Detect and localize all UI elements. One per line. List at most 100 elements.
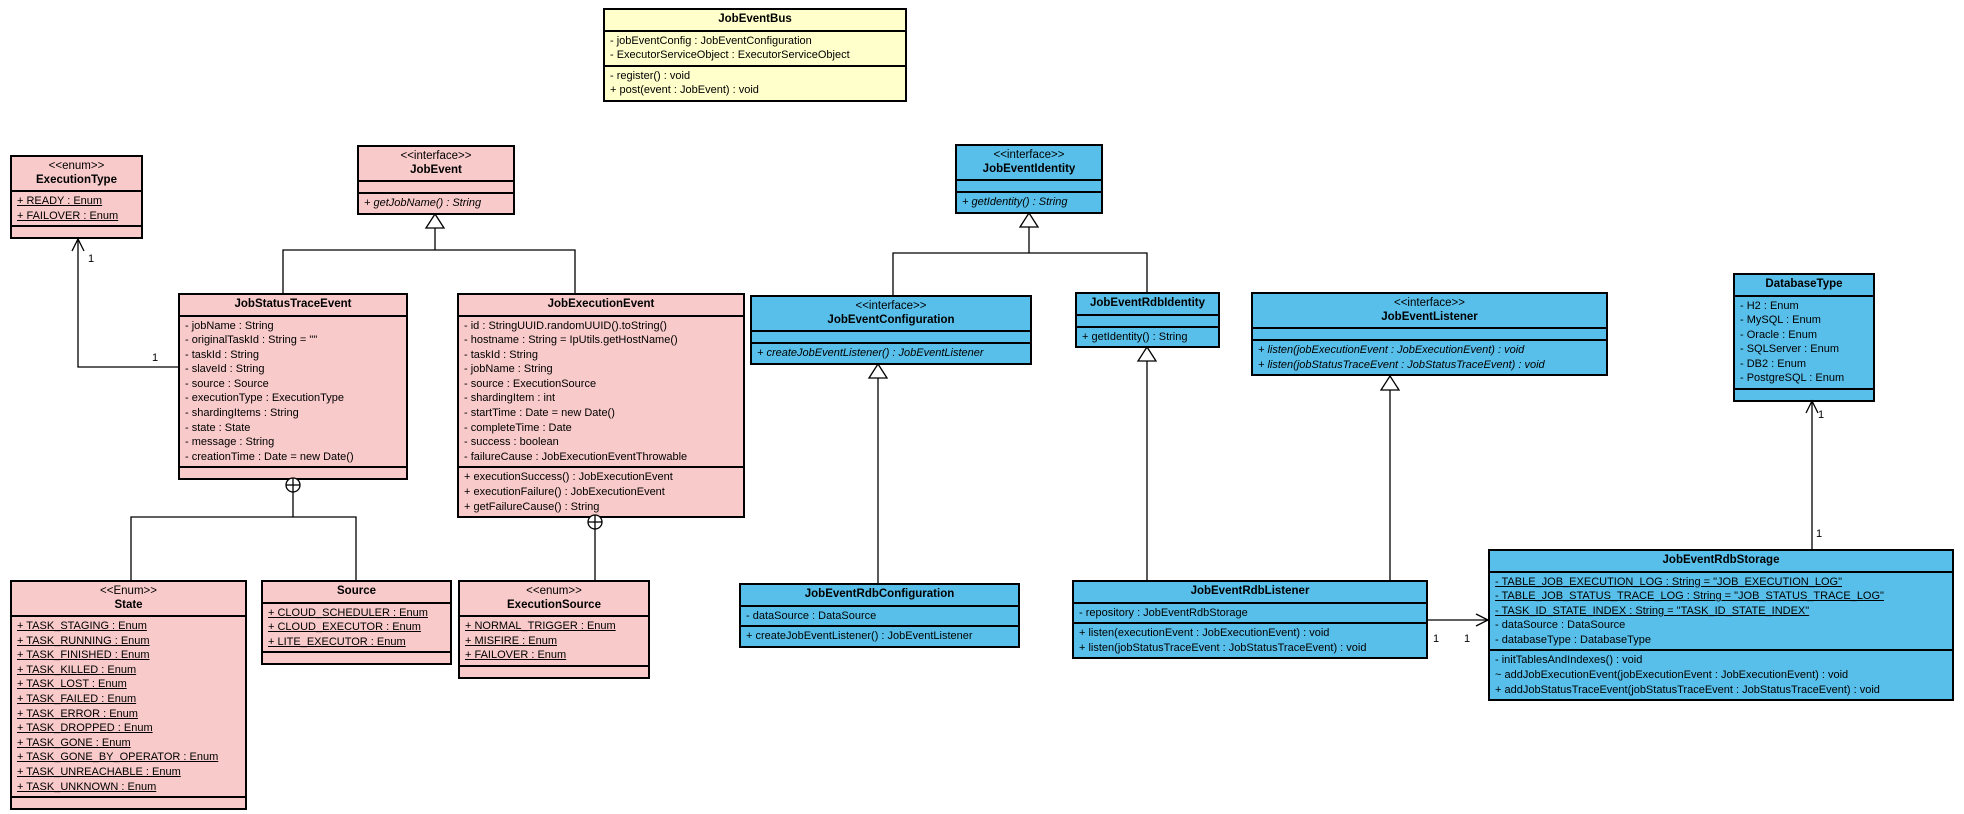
class-member: + MISFIRE : Enum — [465, 634, 557, 647]
class-member: + TASK_GONE_BY_OPERATOR : Enum — [17, 751, 219, 764]
class-jobeventrdbstorage: JobEventRdbStorage- TABLE_JOB_EXECUTION_… — [1488, 549, 1954, 702]
class-member: + executionFailure() : JobExecutionEvent — [464, 486, 665, 499]
class-member: - hostname : String = IpUtils.getHostNam… — [464, 334, 678, 347]
attributes-compartment: + READY : Enum+ FAILOVER : Enum — [12, 190, 141, 225]
class-jobeventlistener: <<interface>>JobEventListener + listen(jo… — [1251, 292, 1608, 377]
class-member: ~ addJobExecutionEvent(jobExecutionEvent… — [1495, 669, 1849, 682]
class-member: + listen(jobExecutionEvent : JobExecutio… — [1258, 344, 1525, 356]
class-member: + createJobEventListener() : JobEventLis… — [746, 630, 973, 643]
class-member: + TASK_ERROR : Enum — [17, 707, 138, 720]
attributes-compartment — [1077, 313, 1218, 326]
class-member: - jobName : String — [185, 319, 274, 332]
class-member: - id : StringUUID.randomUUID().toString(… — [464, 319, 667, 332]
methods-compartment — [180, 466, 406, 478]
class-title: JobEventRdbConfiguration — [741, 585, 1018, 605]
class-member: - jobEventConfig : JobEventConfiguration — [610, 34, 812, 47]
methods-compartment: + getIdentity() : String — [957, 191, 1101, 212]
class-member: - executionType : ExecutionType — [185, 392, 344, 405]
methods-compartment — [1735, 388, 1873, 400]
marker-open-up-icon — [71, 237, 85, 252]
class-member: + TASK_KILLED : Enum — [17, 663, 137, 676]
class-member: + TASK_UNREACHABLE : Enum — [17, 765, 181, 778]
class-member: - initTablesAndIndexes() : void — [1495, 654, 1643, 667]
methods-compartment: + executionSuccess() : JobExecutionEvent… — [459, 466, 743, 516]
class-executiontype: <<enum>>ExecutionType+ READY : Enum+ FAI… — [10, 155, 143, 240]
class-member: - shardingItems : String — [185, 407, 299, 420]
class-member: - failureCause : JobExecutionEventThrowa… — [464, 450, 688, 463]
class-source: Source + CLOUD_SCHEDULER : Enum+ CLOUD_EX… — [261, 580, 452, 666]
class-member: + createJobEventListener() : JobEventLis… — [757, 347, 984, 359]
methods-compartment: - register() : void+ post(event : JobEve… — [605, 64, 905, 100]
class-member: - slaveId : String — [185, 363, 265, 376]
class-member: + TASK_FINISHED : Enum — [17, 649, 150, 662]
class-member: - DB2 : Enum — [1740, 357, 1807, 370]
class-member: + FAILOVER : Enum — [17, 209, 119, 222]
marker-open-right-icon — [1475, 613, 1490, 627]
attributes-compartment: - jobEventConfig : JobEventConfiguration… — [605, 29, 905, 65]
attributes-compartment: + NORMAL_TRIGGER : Enum+ MISFIRE : Enum+… — [460, 615, 648, 665]
class-member: + TASK_RUNNING : Enum — [17, 634, 150, 647]
methods-compartment — [460, 664, 648, 677]
attributes-compartment: - dataSource : DataSource — [741, 604, 1018, 626]
class-member: - TABLE_JOB_EXECUTION_LOG : String = "JO… — [1495, 575, 1842, 588]
class-stereotype: <<interface>> — [993, 149, 1065, 161]
class-member: + post(event : JobEvent) : void — [610, 84, 759, 97]
class-stereotype: <<interface>> — [1394, 297, 1465, 309]
class-member: + getIdentity() : String — [962, 196, 1068, 208]
methods-compartment — [12, 796, 245, 808]
class-stereotype: <<interface>> — [855, 300, 927, 312]
class-member: - source : Source — [185, 377, 269, 390]
class-member: + LITE_EXECUTOR : Enum — [268, 635, 406, 648]
marker-open-up-icon — [1805, 399, 1819, 414]
class-name: JobEventBus — [718, 13, 792, 25]
marker-triangle-up-icon — [424, 212, 446, 229]
class-member: - shardingItem : int — [464, 392, 556, 405]
class-member: - H2 : Enum — [1740, 299, 1799, 312]
class-member: - dataSource : DataSource — [746, 609, 877, 622]
class-member: + TASK_GONE : Enum — [17, 736, 131, 749]
class-member: - creationTime : Date = new Date() — [185, 450, 354, 463]
class-member: - MySQL : Enum — [1740, 314, 1821, 327]
class-title: JobEventRdbIdentity — [1077, 294, 1218, 314]
class-executionsource: <<enum>>ExecutionSource+ NORMAL_TRIGGER … — [458, 580, 650, 679]
class-title: <<interface>>JobEventListener — [1253, 294, 1606, 327]
class-member: - SQLServer : Enum — [1740, 343, 1840, 356]
marker-triangle-up-icon — [1018, 211, 1040, 228]
class-title: JobEventRdbListener — [1074, 582, 1426, 602]
attributes-compartment: + TASK_STAGING : Enum+ TASK_RUNNING : En… — [12, 615, 245, 796]
class-stereotype: <<enum>> — [526, 585, 582, 597]
class-member: - jobName : String — [464, 363, 553, 376]
multiplicity-label: 1 — [1433, 633, 1439, 645]
class-name: DatabaseType — [1765, 278, 1843, 290]
methods-compartment — [12, 225, 141, 237]
attributes-compartment: + CLOUD_SCHEDULER : Enum+ CLOUD_EXECUTOR… — [263, 601, 450, 652]
class-member: + TASK_UNKNOWN : Enum — [17, 780, 157, 793]
multiplicity-label: 1 — [1818, 409, 1824, 421]
class-member: + executionSuccess() : JobExecutionEvent — [464, 471, 673, 484]
class-name: JobEventRdbConfiguration — [804, 588, 955, 600]
class-jobstatustraceevent: JobStatusTraceEvent- jobName : String- o… — [178, 293, 408, 481]
class-member: - message : String — [185, 436, 275, 449]
class-name: JobEventListener — [1381, 310, 1478, 323]
edge-statustrace-nested-enums-branch — [130, 516, 357, 580]
class-member: - source : ExecutionSource — [464, 377, 597, 390]
attributes-compartment: - id : StringUUID.randomUUID().toString(… — [459, 314, 743, 467]
class-member: - repository : JobEventRdbStorage — [1079, 606, 1248, 619]
class-member: - Oracle : Enum — [1740, 328, 1818, 341]
class-name: JobEventConfiguration — [827, 313, 955, 326]
class-member: - originalTaskId : String = "" — [185, 334, 318, 347]
class-member: - TASK_ID_STATE_INDEX : String = "TASK_I… — [1495, 604, 1810, 617]
class-title: <<enum>>ExecutionSource — [460, 582, 648, 615]
class-member: - PostgreSQL : Enum — [1740, 372, 1845, 385]
class-member: + listen(executionEvent : JobExecutionEv… — [1079, 627, 1330, 640]
methods-compartment: + listen(jobExecutionEvent : JobExecutio… — [1253, 339, 1606, 374]
class-member: - taskId : String — [185, 348, 259, 361]
class-name: State — [114, 598, 143, 611]
class-stereotype: <<Enum>> — [100, 585, 157, 597]
class-stereotype: <<enum>> — [48, 160, 105, 172]
multiplicity-label: 1 — [1816, 528, 1822, 540]
class-jobevent: <<interface>>JobEvent+ getJobName() : St… — [357, 145, 515, 215]
class-name: Source — [337, 585, 376, 597]
class-member: - completeTime : Date — [464, 421, 572, 434]
